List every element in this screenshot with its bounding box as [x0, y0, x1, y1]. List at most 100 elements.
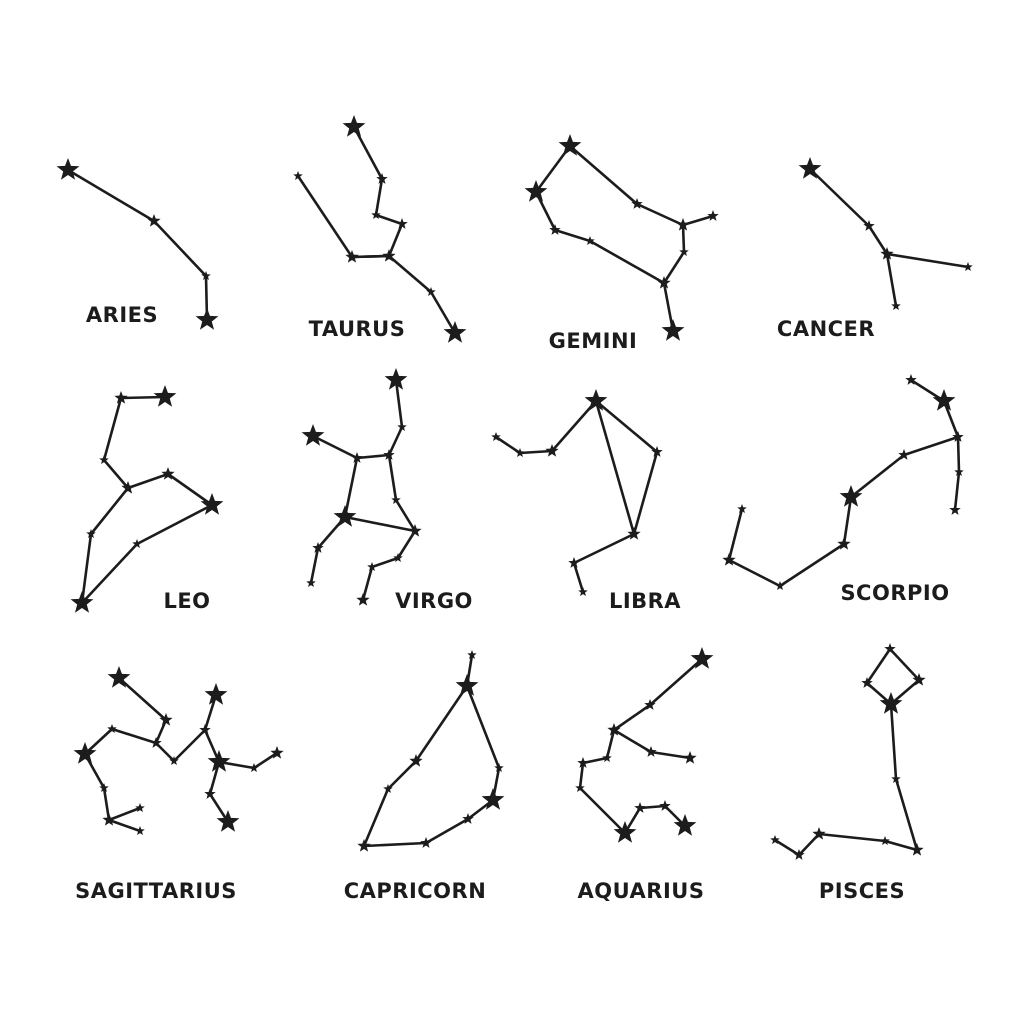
gemini-star-icon-8 — [676, 218, 690, 231]
libra-line-2 — [494, 399, 598, 455]
capricorn-star-icon-4 — [481, 788, 505, 810]
aquarius-star-icon-9 — [613, 821, 637, 843]
label-taurus: TAURUS — [309, 317, 406, 341]
taurus-star-icon-4 — [426, 287, 436, 297]
sagittarius-star-icon-6 — [99, 783, 109, 793]
sagittarius-line-4 — [203, 728, 279, 770]
constellation-aries — [56, 158, 219, 330]
sagittarius-star-icon-1 — [107, 666, 131, 688]
taurus-star-icon-3 — [382, 249, 396, 262]
aries-line-1 — [66, 168, 209, 322]
virgo-star-icon-12 — [312, 542, 324, 553]
aquarius-star-icon-12 — [673, 814, 697, 836]
taurus-star-icon-9 — [396, 218, 408, 229]
libra-star-icon-2 — [651, 446, 663, 457]
aquarius-line-2 — [578, 728, 687, 835]
sagittarius-star-icon-3 — [150, 737, 162, 748]
pisces-star-icon-7 — [880, 836, 890, 846]
constellation-sagittarius — [73, 666, 284, 836]
gemini-star-icon-1 — [558, 134, 582, 156]
sagittarius-line-3 — [154, 693, 218, 763]
gemini-star-icon-3 — [549, 224, 561, 235]
constellation-scorpio — [722, 374, 964, 591]
capricorn-star-icon-2 — [455, 674, 479, 696]
constellation-capricorn — [357, 650, 505, 852]
label-leo: LEO — [163, 589, 210, 613]
sagittarius-star-icon-9 — [135, 826, 145, 836]
capricorn-star-icon-8 — [383, 784, 393, 794]
virgo-star-icon-2 — [397, 422, 407, 432]
pisces-star-icon-4 — [861, 677, 873, 688]
libra-line-1 — [594, 399, 659, 536]
leo-star-icon-3 — [99, 455, 109, 465]
libra-star-icon-6 — [545, 444, 559, 457]
constellation-taurus — [293, 115, 467, 343]
capricorn-line-1 — [362, 653, 501, 848]
sagittarius-line-2 — [107, 818, 142, 833]
leo-star-icon-6 — [200, 493, 224, 515]
pisces-star-icon-1 — [884, 643, 896, 654]
constellation-libra — [491, 389, 663, 597]
gemini-line-2 — [568, 144, 715, 227]
leo-star-icon-7 — [132, 539, 142, 549]
cancer-star-icon-4 — [891, 301, 901, 311]
pisces-star-icon-8 — [812, 827, 826, 840]
label-aries: ARIES — [86, 303, 158, 327]
sagittarius-star-icon-5 — [73, 742, 97, 764]
taurus-star-icon-8 — [371, 210, 381, 220]
constellation-aquarius — [575, 647, 714, 843]
scorpio-star-icon-5 — [839, 485, 863, 507]
aquarius-star-icon-5 — [683, 751, 697, 764]
virgo-star-icon-5 — [301, 424, 325, 446]
sagittarius-star-icon-13 — [207, 750, 231, 772]
gemini-star-icon-2 — [524, 180, 548, 202]
taurus-star-icon-1 — [293, 171, 303, 181]
capricorn-star-icon-6 — [420, 837, 432, 848]
scorpio-star-icon-8 — [722, 553, 736, 566]
aries-star-icon-3 — [201, 271, 211, 281]
taurus-star-icon-5 — [443, 321, 467, 343]
taurus-star-icon-7 — [376, 173, 388, 184]
libra-star-icon-7 — [568, 557, 580, 568]
label-pisces: PISCES — [819, 879, 905, 903]
aries-star-icon-1 — [56, 158, 80, 180]
sagittarius-star-icon-14 — [249, 763, 259, 773]
capricorn-star-icon-9 — [409, 754, 423, 767]
libra-star-icon-4 — [491, 432, 501, 442]
leo-star-icon-1 — [153, 385, 177, 407]
aries-star-icon-4 — [195, 308, 219, 330]
sagittarius-star-icon-15 — [270, 746, 284, 759]
label-libra: LIBRA — [609, 589, 681, 613]
pisces-star-icon-10 — [770, 835, 780, 845]
aquarius-star-icon-10 — [634, 802, 646, 813]
gemini-line-1 — [534, 144, 675, 333]
aquarius-star-icon-7 — [577, 757, 589, 768]
gemini-star-icon-4 — [585, 236, 595, 246]
virgo-star-icon-8 — [408, 524, 422, 537]
leo-star-icon-2 — [114, 391, 128, 404]
aquarius-star-icon-2 — [644, 699, 656, 710]
sagittarius-star-icon-7 — [102, 813, 116, 826]
cancer-star-icon-1 — [798, 157, 822, 179]
aries-star-icon-2 — [147, 214, 161, 227]
capricorn-star-icon-5 — [462, 813, 474, 824]
sagittarius-star-icon-8 — [135, 803, 145, 813]
libra-star-icon-5 — [515, 448, 525, 458]
gemini-star-icon-7 — [631, 198, 643, 209]
aquarius-star-icon-3 — [607, 723, 621, 736]
pisces-star-icon-3 — [879, 692, 903, 714]
cancer-star-icon-5 — [963, 262, 973, 272]
constellation-cancer — [798, 157, 973, 311]
virgo-line-3 — [361, 453, 417, 602]
libra-star-icon-1 — [584, 389, 608, 411]
cancer-line-1 — [808, 167, 898, 308]
virgo-star-icon-7 — [391, 495, 401, 505]
scorpio-star-icon-9 — [737, 504, 747, 514]
aquarius-star-icon-8 — [575, 783, 585, 793]
leo-star-icon-4 — [121, 481, 135, 494]
pisces-star-icon-9 — [793, 849, 805, 860]
virgo-star-icon-9 — [393, 553, 403, 563]
scorpio-star-icon-7 — [775, 581, 785, 591]
